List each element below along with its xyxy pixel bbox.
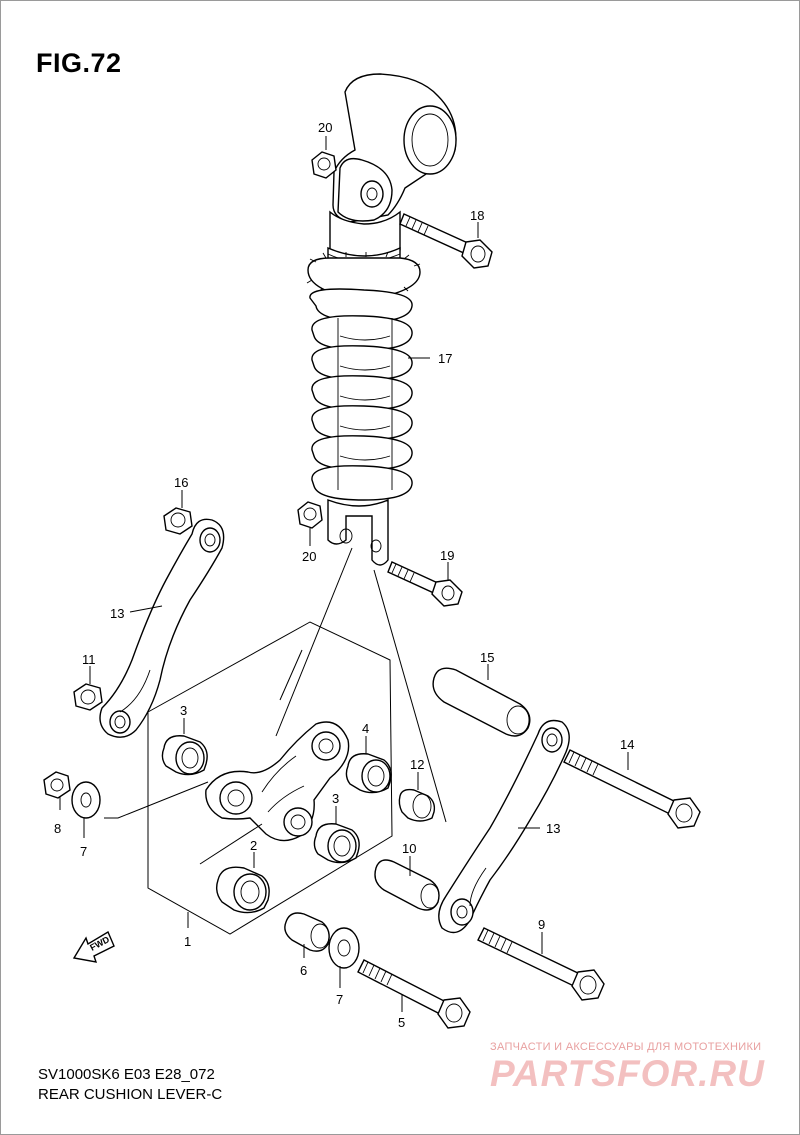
nut-20-lower: [297, 501, 323, 529]
washer-7-bottom: [328, 927, 360, 969]
cushion-lever: [205, 721, 350, 842]
spacer-15: [432, 667, 531, 737]
nut-16: [163, 507, 193, 535]
callout-9: 9: [538, 917, 545, 932]
callout-19: 19: [440, 548, 454, 563]
callout-11: 11: [82, 652, 96, 667]
bearing-3-left: [161, 735, 208, 776]
bolt-18: [399, 213, 493, 269]
callout-3-top: 3: [180, 703, 187, 718]
watermark-tagline: ЗАПЧАСТИ И АКСЕССУАРЫ ДЛЯ МОТОТЕХНИКИ: [490, 1041, 762, 1053]
callout-7-left: 7: [80, 844, 87, 859]
callout-numbers: 20 18 17 16 20 19 13 11 15 3 4 12 14 8 7…: [54, 120, 634, 1030]
callout-6: 6: [300, 963, 307, 978]
bearing-2: [215, 866, 270, 914]
callout-10: 10: [402, 841, 416, 856]
nut-8: [43, 771, 71, 799]
bearing-4: [345, 753, 392, 794]
collar-12: [398, 788, 436, 822]
watermark-logo: PARTSFOR.RU: [490, 1053, 765, 1094]
callout-4: 4: [362, 721, 369, 736]
leader-lines: [59, 136, 629, 1012]
callout-14: 14: [620, 737, 634, 752]
figure-title: FIG.72: [36, 48, 122, 78]
cushion-rod-13-left: [99, 518, 225, 738]
fwd-marker: FWD: [72, 930, 115, 963]
cushion-lever-assembly-frame: [147, 621, 393, 935]
callout-20-top: 20: [318, 120, 332, 135]
cushion-rod-13-right: [438, 719, 570, 934]
callout-8: 8: [54, 821, 61, 836]
callout-13-left: 13: [110, 606, 124, 621]
bolt-19: [387, 561, 463, 607]
callout-1: 1: [184, 934, 191, 949]
model-code: SV1000SK6 E03 E28_072: [38, 1066, 215, 1083]
spacer-10: [374, 859, 440, 911]
nut-20-top: [311, 151, 337, 179]
collar-6: [284, 912, 330, 952]
bolt-9: [477, 927, 605, 1001]
callout-2: 2: [250, 838, 257, 853]
callout-17: 17: [438, 351, 452, 366]
bolt-5: [357, 959, 471, 1029]
callout-18: 18: [470, 208, 484, 223]
callout-15: 15: [480, 650, 494, 665]
callout-13-right: 13: [546, 821, 560, 836]
arrow-left-icon: [72, 930, 115, 963]
callout-7-bottom: 7: [336, 992, 343, 1007]
callout-20-lower: 20: [302, 549, 316, 564]
bolt-14: [563, 749, 701, 829]
callout-12: 12: [410, 757, 424, 772]
assembly-lines: [104, 547, 447, 865]
callout-5: 5: [398, 1015, 405, 1030]
callout-3-lower: 3: [332, 791, 339, 806]
callout-16: 16: [174, 475, 188, 490]
nut-11: [73, 683, 103, 711]
washer-7-left: [71, 781, 101, 819]
rear-shock-absorber: [306, 73, 457, 566]
diagram-caption: REAR CUSHION LEVER-C: [38, 1086, 223, 1103]
bearing-3-right: [313, 823, 360, 864]
